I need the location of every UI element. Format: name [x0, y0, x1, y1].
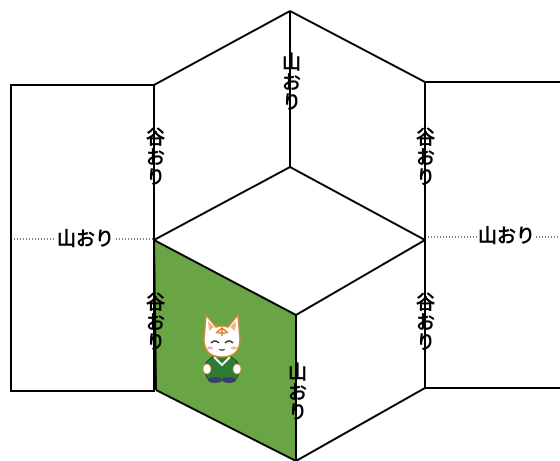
cube-front-left-top — [153, 239, 297, 316]
mountain-fold-label-right: 山おり — [477, 225, 537, 247]
mountain-fold-label-top: 山おり — [279, 52, 301, 112]
cube-bottom-left — [155, 389, 297, 461]
cube-top-left — [153, 166, 291, 241]
mountain-fold-label-left: 山おり — [56, 228, 116, 250]
top-right-edge — [289, 10, 426, 83]
valley-fold-label-upper-left: 谷おり — [143, 127, 165, 187]
cat-mascot-icon — [202, 313, 242, 383]
cube-front-right-top — [295, 239, 426, 316]
cube-top-right — [289, 166, 426, 241]
cube-bottom-right — [295, 387, 426, 461]
mountain-fold-label-bottom: 山おり — [285, 362, 307, 422]
valley-fold-label-lower-left: 谷おり — [143, 292, 165, 352]
left-vertical-lower — [153, 239, 157, 391]
valley-fold-label-upper-right: 谷おり — [413, 127, 435, 187]
valley-fold-label-lower-right: 谷おり — [413, 292, 435, 352]
top-left-edge — [153, 10, 291, 86]
